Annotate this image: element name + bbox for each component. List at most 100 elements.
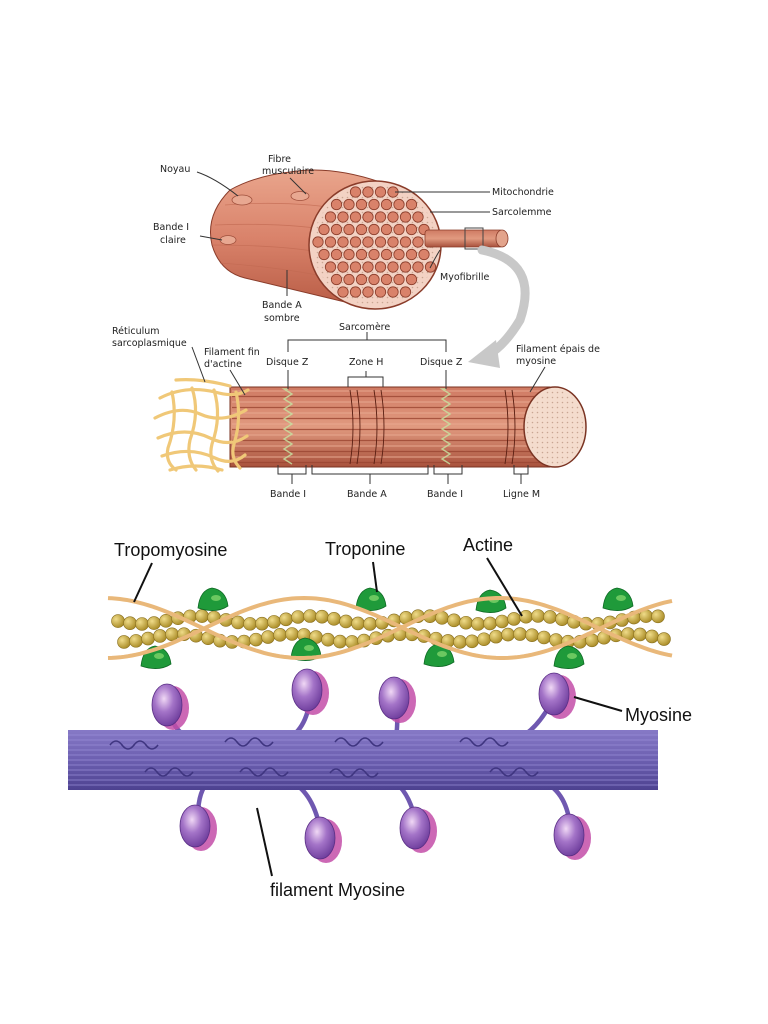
- myofibril-circle: [388, 237, 398, 247]
- actin-bead: [232, 616, 245, 629]
- actin-bead: [340, 615, 353, 628]
- myofibril-circle: [344, 199, 354, 209]
- myofibril-circle: [313, 237, 323, 247]
- myofibril-circle: [394, 274, 404, 284]
- myofibril-circle: [406, 249, 416, 259]
- actin-bead: [154, 629, 167, 642]
- zoom-arrow-head: [468, 340, 500, 368]
- label-troponine: Troponine: [325, 539, 405, 559]
- actin-bead: [478, 633, 491, 646]
- myosin-head: [554, 814, 584, 856]
- myofibril-circle: [369, 274, 379, 284]
- myofibril-circle: [344, 249, 354, 259]
- label-disque-z-right: Disque Z: [420, 357, 463, 368]
- myofibril-circle: [406, 224, 416, 234]
- actin-bead: [520, 610, 533, 623]
- myofibril-circle: [344, 224, 354, 234]
- myofibril-circle: [344, 274, 354, 284]
- nucleus-3: [291, 192, 309, 201]
- myofibril-circle: [331, 274, 341, 284]
- myofibril-circle: [363, 287, 373, 297]
- myofibril-circle: [369, 199, 379, 209]
- label-sarcomere: Sarcomère: [339, 322, 390, 333]
- myofibril-circle: [381, 199, 391, 209]
- actin-bead: [262, 631, 275, 644]
- myofibril-circle: [338, 212, 348, 222]
- myofibril-circle: [363, 237, 373, 247]
- myosin-head: [539, 673, 569, 715]
- myofibril-circle: [406, 274, 416, 284]
- myofibril-circle: [375, 187, 385, 197]
- troponin-highlight: [616, 595, 626, 601]
- myofibril-body: [230, 387, 550, 467]
- myofibril-circle: [413, 262, 423, 272]
- actin-bead: [658, 633, 671, 646]
- reticulum-strand: [176, 380, 230, 386]
- label-filament-fin-2: d'actine: [204, 359, 242, 370]
- actin-bead: [244, 617, 257, 630]
- troponin-highlight: [437, 651, 447, 657]
- label-fibre-1: Fibre: [268, 154, 291, 165]
- actin-bead: [532, 610, 545, 623]
- actin-bead: [268, 615, 281, 628]
- actin-bead: [130, 634, 143, 647]
- actin-bead: [250, 633, 263, 646]
- myofibril-circle: [394, 199, 404, 209]
- myofibril-circle: [363, 187, 373, 197]
- label-myofibrille: Myofibrille: [440, 272, 489, 283]
- label-filament-fin-1: Filament fin: [204, 347, 260, 358]
- actin-bead: [502, 628, 515, 641]
- actin-bead: [364, 617, 377, 630]
- troponin-highlight: [211, 595, 221, 601]
- myofibril-circle: [388, 212, 398, 222]
- troponin-highlight: [567, 653, 577, 659]
- label-bande-i-claire-1: Bande I: [153, 222, 189, 233]
- label-disque-z-left: Disque Z: [266, 357, 309, 368]
- myosin-head: [292, 669, 322, 711]
- actin-bead: [544, 610, 557, 623]
- actin-bead: [148, 617, 161, 630]
- myofibril-circle: [338, 287, 348, 297]
- myofibril-circle: [375, 237, 385, 247]
- actin-bead: [256, 617, 269, 630]
- myofibril-circle: [325, 237, 335, 247]
- myofibril-circle: [375, 287, 385, 297]
- actin-bead: [280, 613, 293, 626]
- myofibril-circle: [375, 262, 385, 272]
- troponin-highlight: [304, 645, 314, 651]
- label-bande-a-sombre-2: sombre: [264, 313, 300, 324]
- actin-bead: [352, 617, 365, 630]
- label-ligne-m: Ligne M: [503, 489, 540, 500]
- myofibril-circle: [388, 287, 398, 297]
- reticulum-strand: [167, 392, 176, 470]
- actin-bead: [526, 629, 539, 642]
- myofibril-circle: [381, 224, 391, 234]
- myofibril-circle: [331, 249, 341, 259]
- actin-bead: [334, 635, 347, 648]
- myofibril-tube-end: [496, 230, 508, 247]
- myofibril-circle: [338, 237, 348, 247]
- myofibril-circle: [369, 224, 379, 234]
- myofibril-circle: [319, 224, 329, 234]
- myofibril-circle: [331, 224, 341, 234]
- myosin-head: [180, 805, 210, 847]
- actin-bead: [322, 633, 335, 646]
- actin-bead: [448, 614, 461, 627]
- actin-bead: [286, 628, 299, 641]
- myosin-head: [305, 817, 335, 859]
- myofibril-circle: [350, 237, 360, 247]
- reticulum-strand: [189, 388, 196, 470]
- myofibril-circle: [356, 199, 366, 209]
- myosin-head: [152, 684, 182, 726]
- actin-bead: [508, 612, 521, 625]
- myofibril-circle: [400, 262, 410, 272]
- myofibril-circle: [356, 249, 366, 259]
- actin-bead: [142, 632, 155, 645]
- actin-bead: [124, 617, 137, 630]
- myofibril-circle: [419, 249, 429, 259]
- myofibril-illustration: [155, 380, 586, 471]
- actin-bead: [136, 617, 149, 630]
- label-actine: Actine: [463, 535, 513, 555]
- actin-bead: [454, 635, 467, 648]
- actin-bead: [166, 628, 179, 641]
